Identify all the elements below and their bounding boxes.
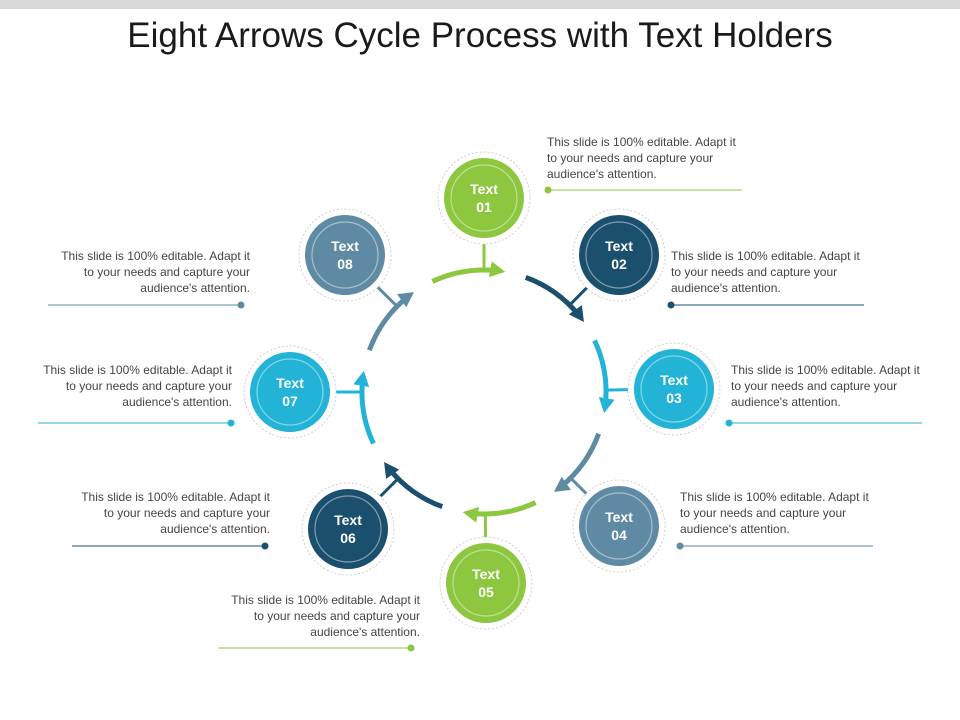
node-inner-ring-6: [314, 495, 382, 563]
cycle-nodes: [243, 151, 721, 630]
node-connectors: [332, 240, 633, 542]
connector-8: [373, 283, 400, 309]
node-circle-1: [444, 158, 524, 238]
arc-segment-4: [559, 432, 601, 489]
node-circle-6: [308, 489, 388, 569]
node-circle-5: [446, 543, 526, 623]
node-label-02-line1: Text: [605, 238, 633, 254]
arc-segment-3: [592, 339, 609, 406]
leader-dot-2: [667, 301, 675, 309]
node-label-07-line1: Text: [276, 375, 304, 391]
node-inner-ring-5: [452, 549, 520, 617]
leader-dot-1: [544, 186, 552, 194]
node-label-08: Text 08: [310, 237, 380, 273]
node-inner-ring-4: [585, 492, 653, 560]
node-label-04-line1: Text: [605, 509, 633, 525]
node-label-07: Text 07: [255, 374, 325, 410]
node-label-02: Text 02: [584, 237, 654, 273]
node-label-06-line1: Text: [334, 512, 362, 528]
arc-segment-2: [524, 275, 581, 317]
arrowhead-8: [397, 292, 415, 308]
node-label-01-line1: Text: [470, 181, 498, 197]
node-label-04: Text 04: [584, 508, 654, 544]
node-inner-ring-8: [311, 221, 379, 289]
arrowhead-3: [598, 397, 615, 414]
node-circle-8: [305, 215, 385, 295]
arc-segment-5: [470, 500, 537, 517]
arrowhead-4: [553, 476, 571, 492]
node-label-01: Text 01: [449, 180, 519, 216]
node-label-02-line2: 02: [611, 256, 627, 272]
leader-dot-3: [725, 419, 733, 427]
arrowhead-7: [353, 370, 370, 387]
text-holder-08: This slide is 100% editable. Adapt it to…: [61, 249, 250, 295]
node-label-05-line2: 05: [478, 584, 494, 600]
node-label-01-line2: 01: [476, 199, 492, 215]
arc-segment-8: [367, 295, 409, 352]
arc-segment-7: [359, 378, 376, 445]
node-inner-ring-2: [585, 221, 653, 289]
arc-segment-6: [387, 467, 444, 509]
node-circle-7: [250, 352, 330, 432]
arrowhead-1: [489, 261, 506, 278]
leader-dot-8: [237, 301, 245, 309]
text-holder-leader-lines: [38, 186, 922, 652]
node-label-05: Text 05: [451, 565, 521, 601]
text-holder-04: This slide is 100% editable. Adapt it to…: [680, 490, 869, 536]
page-title: Eight Arrows Cycle Process with Text Hol…: [127, 16, 833, 55]
node-label-08-line2: 08: [337, 256, 353, 272]
node-label-04-line2: 04: [611, 527, 627, 543]
node-inner-ring-3: [640, 355, 708, 423]
node-label-06: Text 06: [313, 511, 383, 547]
text-holder-02: This slide is 100% editable. Adapt it to…: [671, 249, 860, 295]
leader-dot-6: [261, 542, 269, 550]
connector-4: [568, 475, 591, 498]
arrowhead-5: [462, 506, 479, 523]
leader-dot-7: [227, 419, 235, 427]
connector-2: [567, 283, 591, 308]
arrowhead-2: [568, 305, 584, 323]
node-label-03: Text 03: [639, 371, 709, 407]
node-label-05-line1: Text: [472, 566, 500, 582]
arrowhead-6: [384, 461, 400, 479]
arc-segment-1: [431, 267, 498, 284]
text-holder-03: This slide is 100% editable. Adapt it to…: [731, 363, 920, 409]
node-label-03-line2: 03: [666, 390, 682, 406]
node-inner-ring-7: [256, 358, 324, 426]
node-circle-3: [634, 349, 714, 429]
text-holder-07: This slide is 100% editable. Adapt it to…: [43, 363, 232, 409]
leader-dot-5: [407, 644, 415, 652]
text-holder-05: This slide is 100% editable. Adapt it to…: [231, 593, 420, 639]
node-label-08-line1: Text: [331, 238, 359, 254]
leader-dot-4: [676, 542, 684, 550]
node-circle-2: [579, 215, 659, 295]
node-inner-ring-1: [450, 164, 518, 232]
cycle-arrows: [353, 261, 615, 523]
text-holder-01: This slide is 100% editable. Adapt it to…: [547, 135, 736, 181]
text-holder-06: This slide is 100% editable. Adapt it to…: [81, 490, 270, 536]
node-label-06-line2: 06: [340, 530, 356, 546]
connector-6: [376, 476, 401, 501]
node-label-07-line2: 07: [282, 393, 298, 409]
node-circle-4: [579, 486, 659, 566]
node-label-03-line1: Text: [660, 372, 688, 388]
top-bar: [0, 0, 960, 9]
